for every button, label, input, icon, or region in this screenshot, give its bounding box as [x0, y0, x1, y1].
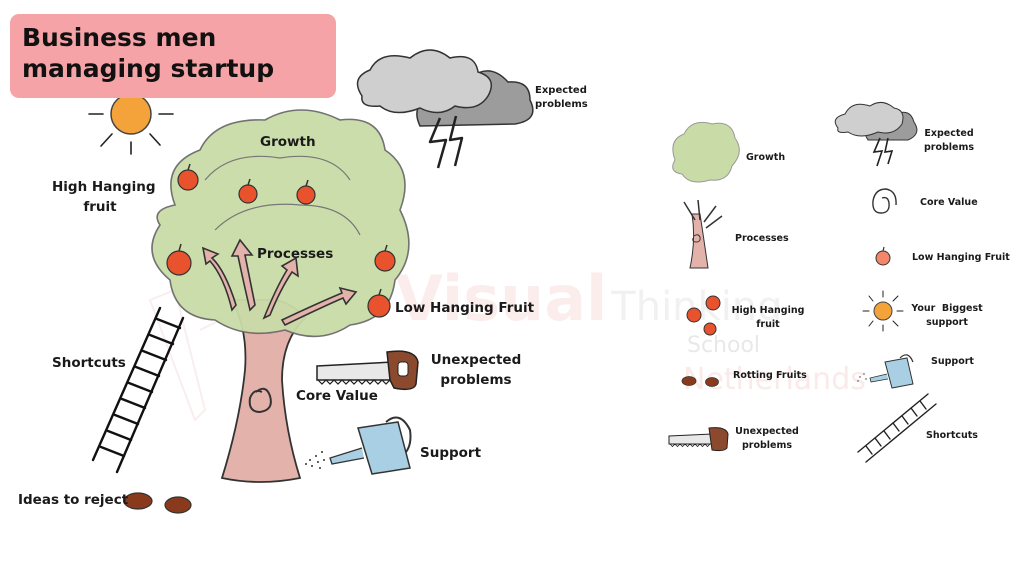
- legend-label-high-hanging-fruit: High Hanging fruit: [728, 304, 808, 332]
- fruit-icon: [374, 244, 396, 272]
- legend-label-high-hanging-line2: fruit: [756, 319, 780, 330]
- watering-can-icon: [305, 416, 412, 475]
- legend-label-expected-problems: Expected problems: [918, 127, 980, 155]
- label-high-hanging-fruit: High Hanging fruit: [52, 177, 156, 217]
- core-value-spiral-icon: [248, 387, 272, 414]
- page-title: Business men managing startup: [10, 14, 336, 98]
- watermark-word-thinking: Thinking: [611, 284, 783, 330]
- legend-label-expected-line1: Expected: [924, 128, 974, 139]
- legend-label-rotting-fruits: Rotting Fruits: [733, 370, 807, 381]
- legend-label-expected-line2: problems: [923, 142, 975, 153]
- legend-label-unexpected-line2: problems: [741, 440, 793, 451]
- legend-label-low-hanging-fruit: Low Hanging Fruit: [912, 252, 1010, 263]
- fruit-icon: [367, 288, 391, 318]
- legend-label-biggest-support-line1: Your Biggest: [911, 303, 983, 314]
- legend-label-high-hanging-line1: High Hanging: [731, 305, 805, 316]
- label-core-value: Core Value: [296, 388, 378, 404]
- label-unexpected-line1: Unexpected: [430, 352, 522, 368]
- label-growth: Growth: [260, 134, 316, 150]
- label-ideas-to-reject: Ideas to reject: [18, 492, 129, 508]
- label-expected-line2: problems: [535, 99, 588, 110]
- label-high-hanging-fruit-line2: fruit: [83, 199, 117, 215]
- legend-saw-icon: [668, 427, 729, 452]
- tree-fruits: [166, 163, 396, 318]
- legend-low-hanging-fruit-icon: [875, 246, 891, 266]
- label-unexpected-problems: Unexpected problems: [430, 350, 522, 390]
- storm-cloud-icon: [356, 49, 534, 169]
- process-branches: [201, 238, 358, 327]
- legend-label-processes: Processes: [735, 233, 789, 244]
- legend-rotting-fruits-icon: [681, 376, 719, 387]
- legend-label-core-value: Core Value: [920, 197, 978, 208]
- legend-label-support: Support: [931, 356, 974, 367]
- legend-label-unexpected-problems: Unexpected problems: [730, 425, 804, 453]
- fruit-icon: [238, 178, 258, 204]
- fruit-icon: [166, 243, 192, 276]
- watermark-word-visual: Visual: [395, 262, 608, 335]
- label-expected-line1: Expected: [535, 85, 587, 96]
- rotting-fruits-icon: [123, 492, 192, 514]
- label-low-hanging-fruit: Low Hanging Fruit: [395, 300, 535, 316]
- legend-watering-can-icon: [857, 354, 914, 389]
- legend-label-growth: Growth: [746, 152, 786, 163]
- label-shortcuts: Shortcuts: [52, 355, 126, 371]
- legend-core-value-icon: [872, 188, 897, 214]
- ladder-icon: [91, 306, 185, 474]
- label-processes: Processes: [257, 246, 334, 262]
- fruit-icon: [177, 163, 199, 191]
- legend-growth-icon: [672, 121, 740, 183]
- watermark-line2: School: [687, 333, 761, 358]
- label-high-hanging-fruit-line1: High Hanging: [52, 179, 156, 195]
- legend-high-hanging-fruit-icon: [686, 295, 721, 336]
- legend-sun-icon: [862, 290, 904, 332]
- label-expected-problems: Expected problems: [535, 84, 588, 112]
- saw-icon: [316, 350, 419, 391]
- fruit-icon: [296, 179, 316, 205]
- legend-label-unexpected-line1: Unexpected: [735, 426, 799, 437]
- label-unexpected-line2: problems: [440, 372, 512, 388]
- legend-storm-cloud-icon: [834, 102, 918, 167]
- tree-foliage: [151, 109, 410, 338]
- legend-tree-icon: [683, 199, 723, 269]
- label-support: Support: [420, 445, 482, 461]
- legend-label-biggest-support: Your Biggest support: [910, 302, 984, 330]
- legend-ladder-icon: [857, 393, 937, 463]
- legend-label-biggest-support-line2: support: [926, 317, 968, 328]
- legend-label-shortcuts: Shortcuts: [926, 430, 978, 441]
